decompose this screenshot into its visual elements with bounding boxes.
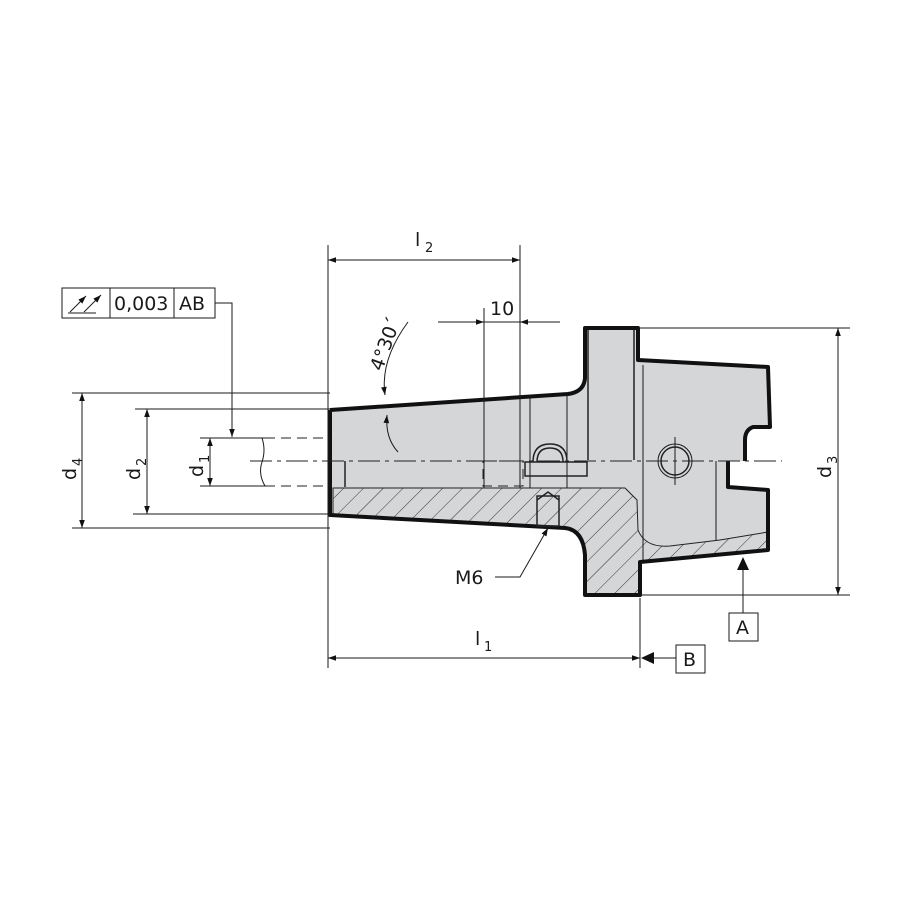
svg-text:1: 1 [198, 455, 213, 463]
d3-label: d [814, 466, 836, 478]
holder-outline [328, 326, 772, 597]
l2-label: l [415, 229, 420, 251]
dim-d3: d 3 [638, 327, 850, 596]
datum-a-label: A [736, 617, 749, 639]
thread-label: M6 [455, 567, 483, 589]
width-10-label: 10 [490, 298, 514, 320]
svg-text:2: 2 [425, 241, 433, 256]
tolerance-value: 0,003 [114, 293, 168, 315]
datum-b: B [641, 644, 706, 674]
interior-lines [344, 330, 717, 560]
angle-label: 4°30´ [366, 314, 406, 373]
svg-text:2: 2 [135, 458, 150, 466]
l1-label: l [475, 628, 480, 650]
datum-b-label: B [683, 649, 696, 671]
total-runout-icon [68, 294, 102, 314]
d4-label: d [59, 468, 81, 480]
tolerance-frame: 0,003 AB [61, 287, 235, 437]
tolerance-datum: AB [179, 293, 205, 315]
dim-10: 10 [438, 298, 560, 488]
datum-a: A [728, 557, 759, 642]
svg-text:3: 3 [826, 456, 841, 464]
d1-label: d [186, 465, 208, 477]
d2-label: d [123, 468, 145, 480]
dim-l2: l 2 [327, 229, 521, 668]
svg-text:4: 4 [71, 458, 86, 466]
dim-l1: l 1 [328, 598, 641, 668]
svg-text:1: 1 [484, 640, 492, 655]
dim-diameters-left: d 4 d 2 d 1 [59, 392, 330, 529]
thread-callout: M6 [455, 527, 549, 589]
